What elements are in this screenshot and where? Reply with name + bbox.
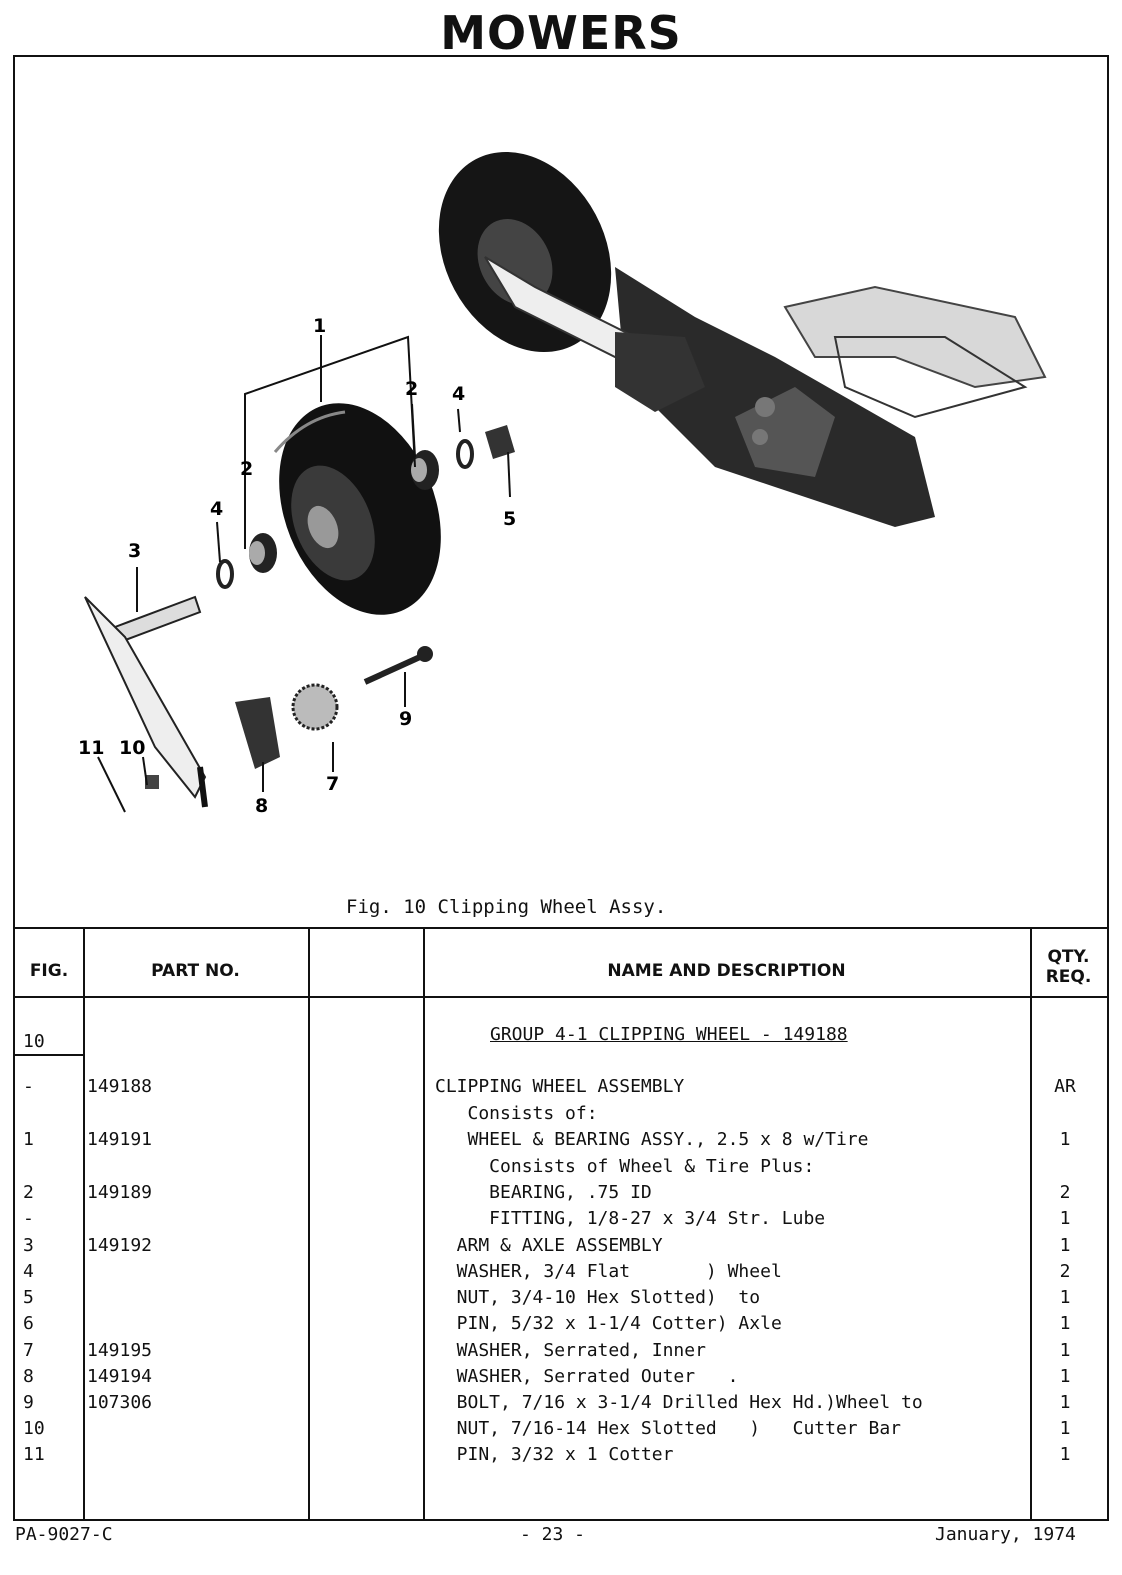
header-fig: FIG.: [29, 961, 69, 981]
parts-row-desc: BEARING, .75 ID: [435, 1182, 652, 1203]
parts-row-fig: -: [23, 1208, 34, 1229]
parts-row-part: 149188: [87, 1076, 153, 1097]
parts-row-desc: Consists of Wheel & Tire Plus:: [435, 1156, 815, 1177]
callout-1: 1: [313, 315, 326, 337]
parts-row-fig: 8: [23, 1366, 34, 1387]
parts-table: FIG. PART NO. NAME AND DESCRIPTION QTY. …: [15, 927, 1107, 1521]
parts-row-part: 149192: [87, 1235, 153, 1256]
parts-row-fig: 2: [23, 1182, 34, 1203]
parts-row-qty: AR: [1054, 1076, 1076, 1097]
parts-row-fig: 5: [23, 1287, 34, 1308]
parts-row-part: 149195: [87, 1340, 153, 1361]
footer-date: January, 1974: [935, 1524, 1076, 1545]
parts-row-qty: 1: [1059, 1313, 1071, 1334]
header-name-description: NAME AND DESCRIPTION: [607, 961, 846, 981]
col-divider: [1030, 929, 1032, 1521]
parts-row-qty: 1: [1059, 1444, 1071, 1465]
parts-row-fig: 10: [23, 1418, 45, 1439]
parts-row-qty: 1: [1059, 1208, 1071, 1229]
group-title: GROUP 4-1 CLIPPING WHEEL - 149188: [490, 1024, 848, 1045]
axle-arm: [84, 595, 208, 808]
parts-row-part: 107306: [87, 1392, 153, 1413]
header-part-no: PART NO.: [151, 961, 240, 981]
parts-row-part: 149191: [87, 1129, 153, 1150]
fig-ref-underline: [15, 1054, 83, 1056]
parts-row-qty: 1: [1059, 1392, 1071, 1413]
callout-11: 11: [78, 737, 104, 759]
figure-caption: Fig. 10 Clipping Wheel Assy.: [346, 896, 667, 918]
callout-lines: [97, 335, 511, 813]
parts-row-fig: 3: [23, 1235, 34, 1256]
page-title: MOWERS: [440, 6, 682, 60]
callout-7: 7: [326, 773, 339, 795]
parts-row-part: 149189: [87, 1182, 153, 1203]
mounted-wheel-illustration: [438, 151, 705, 412]
header-divider: [15, 996, 1107, 998]
parts-row-desc: PIN, 5/32 x 1-1/4 Cotter) Axle: [435, 1313, 782, 1334]
header-req: REQ.: [1045, 967, 1092, 987]
parts-row-qty: 2: [1059, 1182, 1071, 1203]
callout-5: 5: [503, 508, 516, 530]
parts-row-fig: 9: [23, 1392, 34, 1413]
parts-row-qty: 2: [1059, 1261, 1071, 1282]
parts-row-qty: 1: [1059, 1340, 1071, 1361]
parts-row-desc: WHEEL & BEARING ASSY., 2.5 x 8 w/Tire: [435, 1129, 869, 1150]
parts-row-fig: -: [23, 1076, 34, 1097]
exploded-parts-figure: 1 2 2 4 4 5 3 9 7 8 11 10: [15, 57, 1107, 927]
parts-row-qty: 1: [1059, 1287, 1071, 1308]
parts-row-qty: 1: [1059, 1129, 1071, 1150]
parts-row-part: 149194: [87, 1366, 153, 1387]
col-divider: [423, 929, 425, 1521]
header-qty: QTY.: [1047, 947, 1090, 967]
parts-row-desc: FITTING, 1/8-27 x 3/4 Str. Lube: [435, 1208, 826, 1229]
callout-2-left: 2: [240, 458, 253, 480]
callout-3: 3: [128, 540, 141, 562]
callout-8: 8: [255, 795, 268, 817]
parts-row-qty: 1: [1059, 1366, 1071, 1387]
parts-row-fig: 7: [23, 1340, 34, 1361]
callout-2-right: 2: [405, 378, 418, 400]
parts-row-desc: PIN, 3/32 x 1 Cotter: [435, 1444, 674, 1465]
parts-row-desc: ARM & AXLE ASSEMBLY: [435, 1235, 663, 1256]
parts-row-desc: BOLT, 7/16 x 3-1/4 Drilled Hex Hd.)Wheel…: [435, 1392, 923, 1413]
parts-row-desc: WASHER, 3/4 Flat ) Wheel: [435, 1261, 782, 1282]
parts-row-desc: Consists of:: [435, 1103, 598, 1124]
callout-labels: 1 2 2 4 4 5 3 9 7 8 11 10: [78, 315, 516, 817]
bearing-parts: [216, 425, 515, 589]
callout-9: 9: [399, 708, 412, 730]
footer-page-number: - 23 -: [520, 1524, 586, 1545]
callout-10: 10: [119, 737, 145, 759]
cutter-bar-illustration: [615, 267, 1047, 527]
parts-row-fig: 6: [23, 1313, 34, 1334]
parts-row-desc: WASHER, Serrated Outer .: [435, 1366, 739, 1387]
callout-4-left: 4: [210, 498, 223, 520]
parts-row-fig: 1: [23, 1129, 34, 1150]
parts-row-fig: 4: [23, 1261, 34, 1282]
footer-doc-number: PA-9027-C: [15, 1524, 113, 1545]
clipping-wheel-drawing: 1 2 2 4 4 5 3 9 7 8 11 10: [78, 151, 1047, 817]
col-divider: [308, 929, 310, 1521]
parts-row-desc: WASHER, Serrated, Inner: [435, 1340, 706, 1361]
parts-row-qty: 1: [1059, 1235, 1071, 1256]
parts-row-desc: CLIPPING WHEEL ASSEMBLY: [435, 1076, 685, 1097]
exploded-wheel: [273, 403, 441, 615]
parts-row-desc: NUT, 7/16-14 Hex Slotted ) Cutter Bar: [435, 1418, 901, 1439]
parts-row-desc: NUT, 3/4-10 Hex Slotted) to: [435, 1287, 761, 1308]
fig-ref: 10: [23, 1031, 45, 1052]
col-divider: [83, 929, 85, 1521]
page-frame: [13, 55, 1109, 1521]
parts-row-fig: 11: [23, 1444, 45, 1465]
callout-4-right: 4: [452, 383, 465, 405]
bolt-and-washers: [145, 646, 433, 789]
parts-row-qty: 1: [1059, 1418, 1071, 1439]
